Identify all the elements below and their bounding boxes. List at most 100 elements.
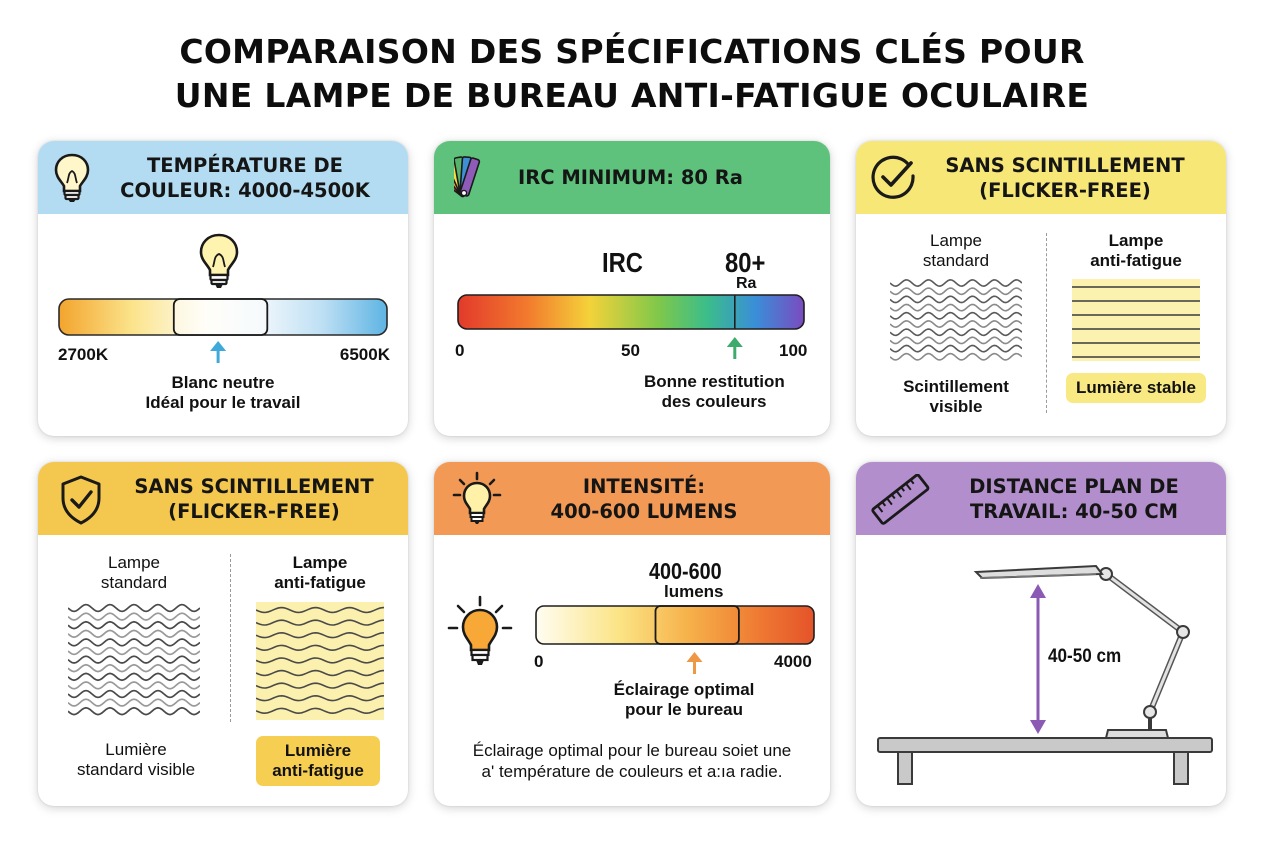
anti-fatigue-lamp-title-line1: Lampe xyxy=(1108,231,1164,250)
intensity-footnote-line1: Éclairage optimal pour le bureau soiet u… xyxy=(472,741,792,760)
smooth-wave-line xyxy=(256,632,384,639)
page-title-line2: UNE LAMPE DE BUREAU ANTI-FATIGUE OCULAIR… xyxy=(174,76,1090,115)
desk-lamp-illustration xyxy=(877,564,1213,785)
temperature-recommended-range xyxy=(172,298,269,336)
card-header xyxy=(434,462,830,535)
card-title-line1: INTENSITÉ: xyxy=(582,474,706,498)
standard-light-caption-line1: Lumière xyxy=(105,740,167,759)
stable-light-badge: Lumière stable xyxy=(1066,373,1206,403)
wave-line xyxy=(68,663,200,673)
smooth-wave-line xyxy=(256,695,384,702)
distance-measure-label: 40-50 cm xyxy=(1048,646,1122,667)
standard-lamp-title-line1: Lampe xyxy=(930,231,982,250)
card-title-line2: TRAVAIL: 40-50 CM xyxy=(969,499,1179,523)
anti-fatigue-lamp-title: Lampe anti-fatigue xyxy=(260,553,380,593)
intensity-value-label: 400-600 xyxy=(649,558,722,584)
color-swatch-icon xyxy=(454,156,481,198)
card-title: IRC MINIMUM: 80 Ra xyxy=(518,166,743,189)
checkmark-circle-icon xyxy=(871,155,915,199)
smooth-wave-line xyxy=(256,657,384,664)
temperature-caption-line1: Blanc neutre xyxy=(171,373,275,392)
intensity-caption: Éclairage optimal pour le bureau xyxy=(594,680,774,720)
wave-line xyxy=(68,638,200,647)
standard-lamp-title: Lampe standard xyxy=(84,553,184,593)
anti-fatigue-lamp-title-line2: anti-fatigue xyxy=(1090,251,1182,270)
anti-fatigue-light-badge-line1: Lumière xyxy=(284,741,352,760)
anti-fatigue-light-badge-line2: anti-fatigue xyxy=(272,761,364,780)
wave-line xyxy=(68,672,200,682)
intensity-scale xyxy=(535,605,815,674)
wave-line xyxy=(890,295,1022,304)
smooth-wave-line xyxy=(256,682,384,689)
wave-line xyxy=(68,698,200,707)
wave-line xyxy=(68,681,200,690)
lightbulb-icon xyxy=(54,153,90,202)
flicker-wave-graphic xyxy=(890,279,1022,361)
flicker-wave-graphic xyxy=(68,603,200,716)
wave-line xyxy=(890,287,1022,296)
page-title: COMPARAISON DES SPÉCIFICATIONS CLÉS POUR… xyxy=(0,30,1264,118)
intensity-marker-arrow xyxy=(686,652,703,674)
comparison-divider xyxy=(230,554,231,722)
card-flicker-free-b: SANS SCINTILLEMENT(FLICKER-FREE) Lampe s… xyxy=(38,462,408,806)
intensity-caption-line1: Éclairage optimal xyxy=(613,680,755,699)
stable-light-graphic xyxy=(1072,279,1200,361)
irc-gradient-bar xyxy=(457,294,805,330)
wave-line xyxy=(68,646,200,656)
flicker-visible-caption-line2: visible xyxy=(929,397,983,416)
card-title-line2: (FLICKER-FREE) xyxy=(979,178,1151,202)
glowing-bulb-icon xyxy=(447,595,513,665)
intensity-footnote-line2: a' température de couleurs et a:ıa radie… xyxy=(481,762,783,781)
smooth-wave-line xyxy=(256,606,384,614)
flicker-visible-caption-line1: Scintillement xyxy=(903,377,1009,396)
intensity-gradient-bar xyxy=(535,605,815,645)
intensity-scale-max: 4000 xyxy=(774,652,812,671)
page-title-line1: COMPARAISON DES SPÉCIFICATIONS CLÉS POUR xyxy=(179,32,1085,71)
temperature-caption-line2: Idéal pour le travail xyxy=(145,393,301,412)
wave-line xyxy=(890,303,1022,312)
wave-line xyxy=(68,620,200,630)
wave-line xyxy=(890,344,1022,353)
intensity-value-unit: lumens xyxy=(664,582,724,601)
wave-line xyxy=(890,320,1022,328)
card-irc: IRC MINIMUM: 80 Ra IRC 80+ Ra 0 50 100 B… xyxy=(434,141,830,436)
ruler-icon xyxy=(871,474,930,525)
card-title-line2: (FLICKER-FREE) xyxy=(168,499,340,523)
smooth-wave-line xyxy=(256,669,384,677)
intensity-recommended-range xyxy=(654,605,740,645)
bright-bulb-icon xyxy=(452,471,502,524)
card-flicker-free-a: SANS SCINTILLEMENT(FLICKER-FREE) Lampe s… xyxy=(856,141,1226,436)
desk-lamp xyxy=(973,564,1190,739)
anti-fatigue-lamp-title: Lampe anti-fatigue xyxy=(1076,231,1196,271)
card-title-line1: SANS SCINTILLEMENT xyxy=(134,474,374,498)
standard-lamp-title-line2: standard xyxy=(100,573,168,592)
intensity-footnote: Éclairage optimal pour le bureau soiet u… xyxy=(434,740,830,782)
card-title-line1: DISTANCE PLAN DE xyxy=(969,474,1179,498)
anti-fatigue-lamp-title-line1: Lampe xyxy=(292,553,348,572)
standard-lamp-title-line2: standard xyxy=(922,251,990,270)
wave-line xyxy=(890,336,1022,345)
wave-line xyxy=(68,603,200,613)
card-header xyxy=(856,141,1226,214)
card-header xyxy=(434,141,830,214)
card-intensity: INTENSITÉ:400-600 LUMENS 400-600 lumens xyxy=(434,462,830,806)
wave-line xyxy=(68,655,200,664)
intensity-scale-min: 0 xyxy=(534,652,544,671)
anti-fatigue-lamp-title-line2: anti-fatigue xyxy=(274,573,366,592)
temperature-min-label: 2700K xyxy=(58,345,109,364)
card-title: SANS SCINTILLEMENT(FLICKER-FREE) xyxy=(910,141,1220,214)
irc-marker-arrow xyxy=(726,337,743,359)
distance-measure-arrow xyxy=(1030,584,1046,734)
irc-scale xyxy=(457,294,805,359)
wave-line xyxy=(68,629,200,639)
wave-line xyxy=(68,612,200,621)
irc-caption-line2: des couleurs xyxy=(661,392,767,411)
comparison-divider xyxy=(1046,233,1047,413)
card-title-line1: SANS SCINTILLEMENT xyxy=(945,153,1185,177)
irc-scale-max: 100 xyxy=(779,341,808,360)
irc-caption-line1: Bonne restitution xyxy=(644,372,785,391)
irc-scale-min: 0 xyxy=(455,341,465,360)
